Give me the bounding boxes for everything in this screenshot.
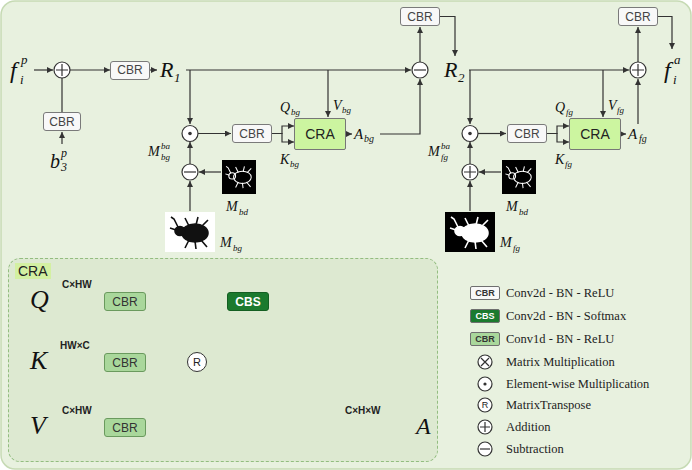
block-label: R (193, 357, 201, 368)
block-label: CRA (305, 127, 335, 141)
block-label: CBR (625, 11, 650, 23)
math-symbol: bg (161, 153, 170, 162)
legend-text: Conv2d - BN - ReLU (506, 287, 614, 300)
math-symbol: ba (441, 142, 450, 151)
block-box: CRA (569, 118, 621, 150)
legend-text: Addition (506, 421, 550, 434)
math-symbol: fg (513, 244, 520, 253)
block-box: CBR (507, 124, 547, 143)
math-symbol: bg (291, 108, 300, 117)
math-symbol: bd (239, 208, 248, 217)
legend-text: Conv2d - BN - Softmax (506, 310, 626, 323)
block-label: CBR (514, 128, 539, 140)
block-label: CBR (239, 128, 264, 140)
math-symbol: i (20, 73, 24, 86)
math-symbol: fg (639, 134, 647, 144)
block-label: CBR (112, 422, 137, 434)
math-symbol: fg (441, 153, 448, 162)
math-symbol: Q (30, 287, 49, 313)
math-symbol: M (500, 236, 512, 250)
block-box: CBR (43, 112, 81, 131)
connector (547, 126, 569, 134)
block-box: CBR (104, 418, 146, 437)
math-symbol: Q (280, 101, 290, 115)
legend-text: Subtraction (506, 443, 564, 456)
math-symbol: bg (364, 134, 374, 144)
block-label: CBS (235, 296, 260, 308)
legend-text: Conv1d - BN - ReLU (506, 333, 614, 346)
block-box: CBR (618, 7, 658, 26)
math-symbol: A (354, 127, 363, 142)
math-symbol: 1 (174, 71, 181, 84)
connector (547, 134, 569, 143)
math-symbol: ba (161, 142, 170, 151)
math-symbol: M (506, 200, 518, 214)
math-symbol: M (220, 236, 232, 250)
math-symbol: p (21, 53, 28, 66)
dimension-label: C×H×W (345, 406, 381, 416)
math-symbol: A (416, 414, 431, 438)
math-symbol: A (628, 127, 637, 142)
connector (272, 126, 294, 134)
legend-sample-label: CBR (475, 335, 495, 344)
block-label: CBR (112, 357, 137, 369)
math-symbol: 3 (61, 161, 67, 173)
block-box: CBS (227, 292, 269, 311)
legend-sample-label: CBR (475, 289, 495, 298)
math-symbol: M (148, 145, 160, 159)
block-label: CRA (580, 127, 610, 141)
math-symbol: bg (233, 244, 242, 253)
math-symbol: Q (555, 101, 565, 115)
block-box: CBR (110, 61, 150, 80)
math-symbol: i (673, 73, 677, 86)
legend-text: MatrixTranspose (506, 399, 591, 412)
dimension-label: C×HW (62, 280, 92, 290)
math-symbol: f (664, 58, 671, 82)
math-symbol: K (30, 348, 47, 374)
connector (272, 134, 294, 143)
legend-sample-label: R (482, 401, 489, 410)
block-box: CBR (400, 7, 440, 26)
math-symbol: fg (565, 160, 572, 169)
math-symbol: p (61, 147, 67, 159)
dimension-label: C×HW (62, 406, 92, 416)
math-symbol: K (280, 153, 289, 167)
math-symbol: fg (617, 106, 624, 115)
block-box: CRA (294, 118, 346, 150)
math-symbol: M (226, 200, 238, 214)
math-symbol: f (10, 58, 17, 82)
block-label: CBR (49, 116, 74, 128)
math-symbol: b (50, 151, 60, 171)
math-symbol: bg (342, 106, 351, 115)
block-label: CBR (407, 11, 432, 23)
legend-text: Element-wise Multiplication (506, 378, 649, 391)
dimension-label: HW×C (60, 341, 90, 351)
module-title: CRA (15, 263, 51, 279)
block-label: CBR (117, 64, 142, 76)
math-symbol: R (160, 59, 173, 81)
block-box: CBR (104, 353, 146, 372)
legend-sample-label: CBS (475, 312, 494, 321)
connector (62, 70, 110, 112)
math-symbol: bg (290, 160, 299, 169)
math-symbol: a (674, 53, 681, 66)
block-label: CBR (112, 296, 137, 308)
math-symbol: V (608, 99, 617, 113)
math-symbol: fg (566, 108, 573, 117)
legend-text: Matrix Multiplication (506, 356, 615, 369)
math-symbol: K (555, 153, 564, 167)
block-box: CBR (104, 292, 146, 311)
math-symbol: V (333, 99, 342, 113)
mask-images (165, 160, 536, 252)
math-symbol: 2 (458, 71, 465, 84)
math-symbol: R (444, 59, 457, 81)
math-symbol: V (30, 413, 46, 439)
operator-circle: R (187, 352, 207, 372)
math-symbol: bd (519, 208, 528, 217)
block-box: CBR (232, 124, 272, 143)
math-symbol: M (428, 145, 440, 159)
